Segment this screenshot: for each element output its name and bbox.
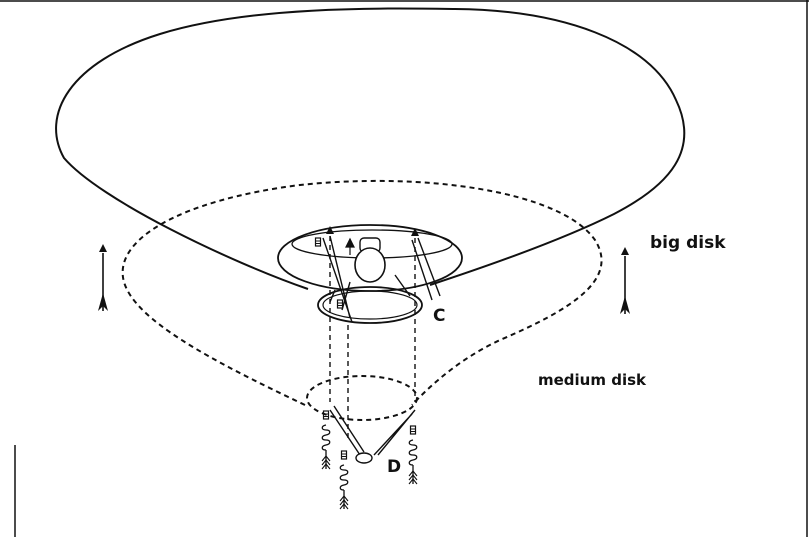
housing-up-arrow-icon — [345, 237, 355, 255]
clip-icon — [409, 425, 417, 435]
spring-icon — [339, 464, 349, 510]
big-disk-outline — [55, 7, 686, 290]
guide-lines — [329, 236, 416, 440]
clip-icon — [340, 450, 348, 460]
c-label: C — [433, 306, 445, 326]
clip-icon — [336, 299, 344, 309]
medium-disk-outline — [121, 179, 603, 406]
small-disk-outline — [306, 375, 418, 421]
right-fletched-arrow-icon — [619, 246, 631, 315]
spring-icon — [321, 424, 331, 470]
d-hub — [355, 452, 373, 464]
housing-arrow-left-icon — [326, 226, 334, 234]
spring-icon — [408, 439, 418, 485]
big-disk-label: big disk — [650, 233, 726, 253]
lamp-bulb-icon — [354, 237, 386, 283]
left-fletched-arrow-icon — [97, 243, 109, 312]
housing-rods — [322, 235, 441, 323]
lower-rods — [329, 405, 416, 456]
c-ring-inner — [322, 290, 418, 320]
medium-disk-label: medium disk — [538, 371, 647, 389]
d-label: D — [387, 457, 401, 477]
c-ring — [317, 286, 423, 324]
housing-arrow-right-icon — [411, 228, 419, 236]
